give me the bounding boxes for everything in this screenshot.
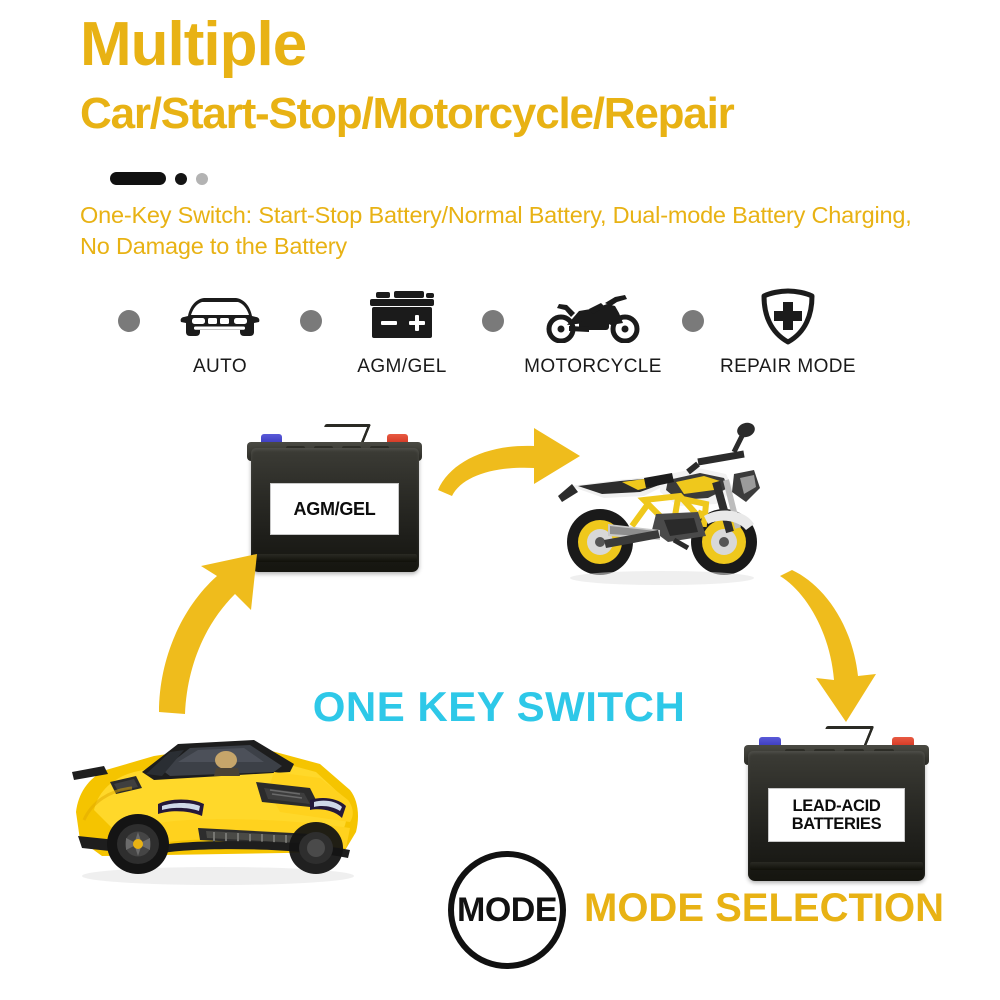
battery-base-ridge [749, 862, 924, 871]
motorcycle-image [548, 420, 778, 590]
mode-item-repair-mode[interactable]: REPAIR MODE [704, 288, 872, 378]
pagination-dot-3[interactable] [196, 172, 208, 185]
mode-item-auto[interactable]: AUTO [140, 288, 300, 378]
shield-plus-icon [758, 288, 818, 346]
one-key-switch-text: ONE KEY SWITCH [312, 683, 686, 730]
subtitle-text: One-Key Switch: Start-Stop Battery/Norma… [80, 202, 912, 260]
mode-item-motorcycle[interactable]: MOTORCYCLE [504, 288, 682, 378]
pagination-indicator[interactable] [110, 172, 208, 185]
arrow-motorcycle-to-lead-battery [772, 570, 922, 735]
pagination-active-pill[interactable] [110, 172, 166, 185]
mode-cell-repair-mode: REPAIR MODE [682, 288, 872, 378]
mode-icon-row: AUTO AGM/GE [118, 288, 918, 388]
mode-button[interactable]: MODE [448, 851, 566, 969]
motorcycle-icon [545, 288, 641, 346]
battery-icon [364, 288, 440, 346]
separator-dot-icon [682, 310, 704, 332]
mode-label-auto: AUTO [192, 356, 248, 377]
page-title-line1: Multiple [80, 10, 307, 79]
battery-base-ridge [252, 554, 417, 562]
lead-acid-battery-label: LEAD-ACID BATTERIES [768, 788, 905, 843]
lead-acid-battery-label-text: LEAD-ACID BATTERIES [792, 797, 882, 834]
arrow-car-to-agm-battery [155, 548, 305, 718]
mode-item-agm-gel[interactable]: AGM/GEL [322, 288, 482, 378]
arrow-battery-to-motorcycle [430, 412, 615, 522]
pagination-dot-2[interactable] [175, 172, 187, 185]
page-title-line2: Car/Start-Stop/Motorcycle/Repair [80, 89, 735, 138]
mode-cell-auto: AUTO [118, 288, 300, 378]
agm-gel-battery-label-text: AGM/GEL [293, 499, 376, 519]
mode-label-motorcycle: MOTORCYCLE [524, 356, 662, 377]
agm-gel-battery-image: AGM/GEL [247, 424, 422, 572]
agm-gel-battery-label: AGM/GEL [269, 483, 400, 535]
mode-button-label: MODE [457, 890, 558, 929]
car-front-icon [178, 288, 262, 346]
mode-label-agm-gel: AGM/GEL [357, 356, 447, 377]
lead-acid-label-line2: BATTERIES [791, 815, 882, 834]
sports-car-image [58, 716, 370, 888]
lead-acid-label-line1: LEAD-ACID [792, 796, 881, 815]
separator-dot-icon [482, 310, 504, 332]
separator-dot-icon [300, 310, 322, 332]
mode-selection-caption: MODE SELECTION [584, 886, 945, 930]
mode-cell-agm-gel: AGM/GEL [300, 288, 482, 378]
mode-label-repair-mode: REPAIR MODE [719, 356, 856, 377]
lead-acid-battery-image: LEAD-ACID BATTERIES [744, 726, 929, 881]
mode-cell-motorcycle: MOTORCYCLE [482, 288, 682, 378]
separator-dot-icon [118, 310, 140, 332]
